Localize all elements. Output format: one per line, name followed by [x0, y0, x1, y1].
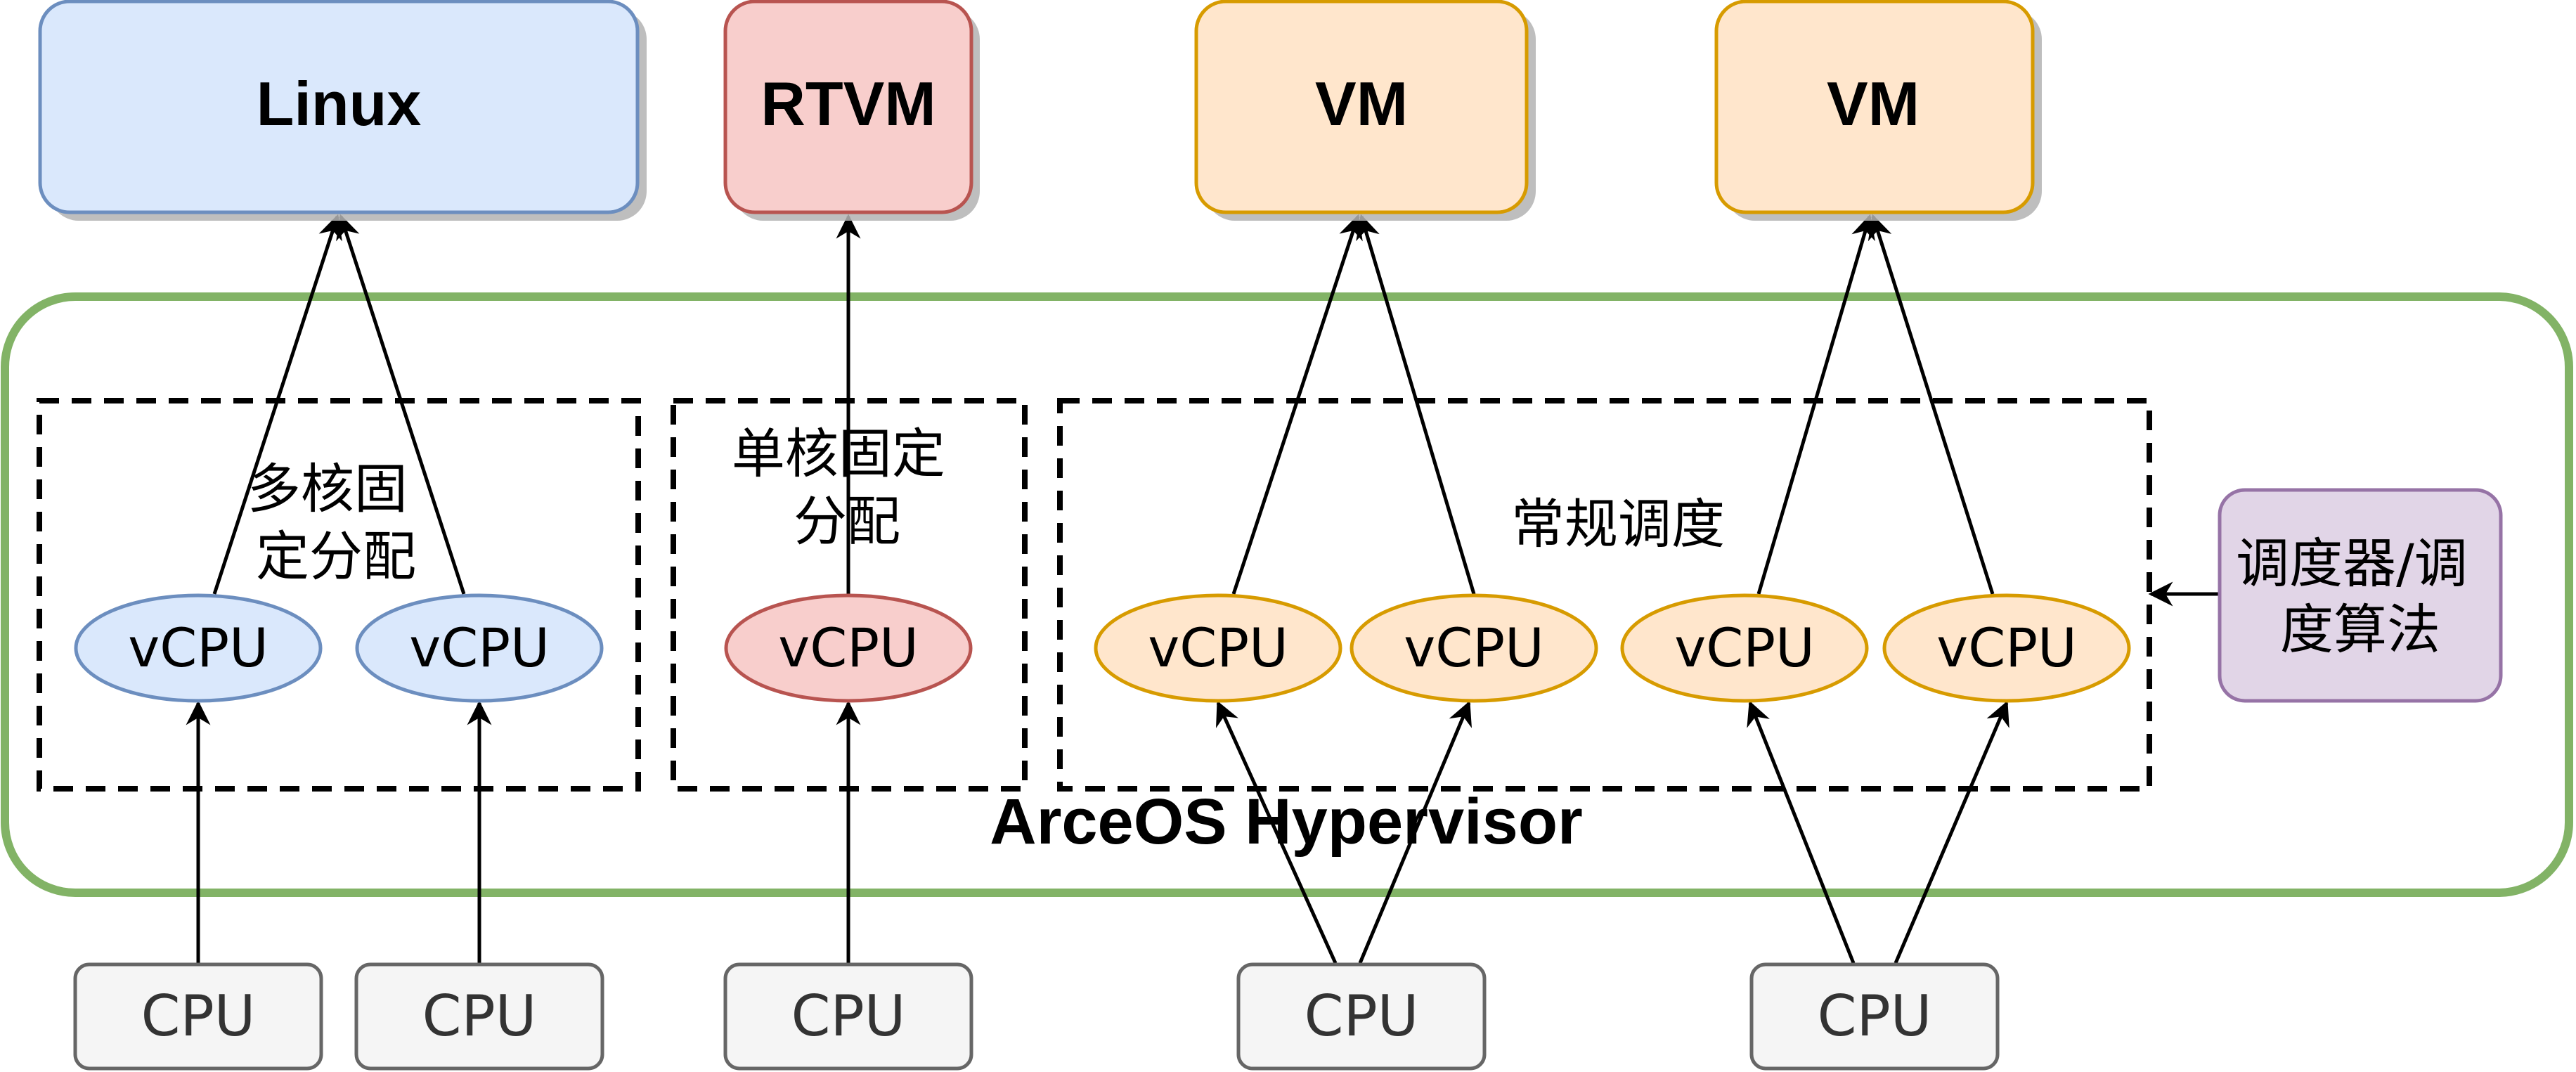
vcpu-1-label: vCPU — [128, 616, 268, 679]
hypervisor-frame — [1, 292, 2573, 897]
vcpu-6-label: vCPU — [1674, 616, 1815, 679]
vcpu-7-ellipse — [1882, 593, 2131, 703]
guest-row: Linux RTVM VM VM — [38, 0, 2042, 221]
guest-linux-label: Linux — [257, 69, 422, 138]
scheduler-label-line1: 调度器/调 — [2236, 532, 2468, 595]
allocation-groups: 多核固 定分配 单核固定 分配 常规调度 — [37, 398, 2152, 792]
group-regular-scheduling — [1057, 398, 2152, 792]
guest-vm-2-box — [1714, 0, 2035, 214]
guest-vm-1: VM — [1194, 0, 1536, 221]
cpu-4-box — [1236, 962, 1487, 1071]
guest-linux: Linux — [38, 0, 647, 221]
group-label-regular: 常规调度 — [1511, 493, 1725, 555]
cpu-2-box — [354, 962, 604, 1071]
group-label-regular-line1: 常规调度 — [1511, 493, 1725, 555]
scheduler: 调度器/调 度算法 — [2218, 488, 2503, 703]
cpu-1-box — [73, 962, 323, 1071]
vcpu-6-ellipse — [1620, 593, 1869, 703]
vcpu-4-label: vCPU — [1148, 616, 1288, 679]
cpu-4-label: CPU — [1305, 983, 1419, 1049]
arrow-cpu5-to-vcpu7 — [1894, 700, 2009, 964]
guest-vm-2-label: VM — [1827, 69, 1920, 138]
guest-rtvm-box — [723, 0, 973, 214]
vcpu-5-ellipse — [1350, 593, 1598, 703]
guest-linux-box — [38, 0, 640, 214]
vcpu-3-ellipse — [724, 593, 973, 703]
guest-vm-2: VM — [1714, 0, 2042, 221]
arrow-vcpu6-to-vm2 — [1756, 214, 1875, 595]
vcpu-row: vCPU vCPU vCPU vCPU vCPU vCPU vCPU — [74, 593, 2131, 703]
cpu-3-box — [723, 962, 973, 1071]
group-label-single-core-line1: 单核固定 — [732, 422, 945, 485]
vcpu-1-ellipse — [74, 593, 323, 703]
cpu-5-label: CPU — [1818, 983, 1932, 1049]
scheduler-box — [2218, 488, 2503, 703]
group-multi-core-fixed — [37, 398, 641, 792]
arrow-vcpu5-to-vm1 — [1356, 214, 1476, 595]
arrow-cpu5-to-vcpu6 — [1747, 700, 1856, 964]
group-label-multi-core: 多核固 定分配 — [247, 458, 425, 588]
vcpu-4-ellipse — [1094, 593, 1342, 703]
hypervisor-label: ArceOS Hypervisor — [990, 786, 1583, 858]
arrow-cpu4-to-vcpu5 — [1358, 700, 1472, 964]
arrow-vcpu7-to-vm2 — [1868, 214, 1995, 595]
vcpu-2-ellipse — [355, 593, 604, 703]
group-label-multi-core-line2: 定分配 — [256, 525, 416, 588]
guest-rtvm: RTVM — [723, 0, 980, 221]
arrow-vcpu2-to-linux — [336, 214, 466, 595]
hypervisor-container: ArceOS Hypervisor — [1, 292, 2573, 897]
scheduler-label: 调度器/调 度算法 — [2236, 532, 2485, 661]
vcpu-5-label: vCPU — [1404, 616, 1544, 679]
cpu-row: CPU CPU CPU CPU CPU — [73, 962, 2000, 1071]
guest-rtvm-label: RTVM — [760, 69, 936, 138]
arrow-vcpu1-to-linux — [212, 214, 342, 595]
arrow-vcpu4-to-vm1 — [1231, 214, 1363, 595]
cpu-3-label: CPU — [791, 983, 906, 1049]
cpu-2-label: CPU — [422, 983, 537, 1049]
connectors — [186, 214, 2220, 964]
vcpu-7-label: vCPU — [1936, 616, 2077, 679]
vcpu-3-label: vCPU — [778, 616, 919, 679]
guest-vm-1-label: VM — [1315, 69, 1408, 138]
guest-vm-1-box — [1194, 0, 1529, 214]
vcpu-2-label: vCPU — [409, 616, 550, 679]
cpu-1-label: CPU — [141, 983, 256, 1049]
cpu-5-box — [1749, 962, 2000, 1071]
group-label-multi-core-line1: 多核固 — [247, 458, 408, 520]
scheduler-label-line2: 度算法 — [2280, 598, 2440, 661]
arrow-cpu4-to-vcpu4 — [1216, 700, 1338, 964]
